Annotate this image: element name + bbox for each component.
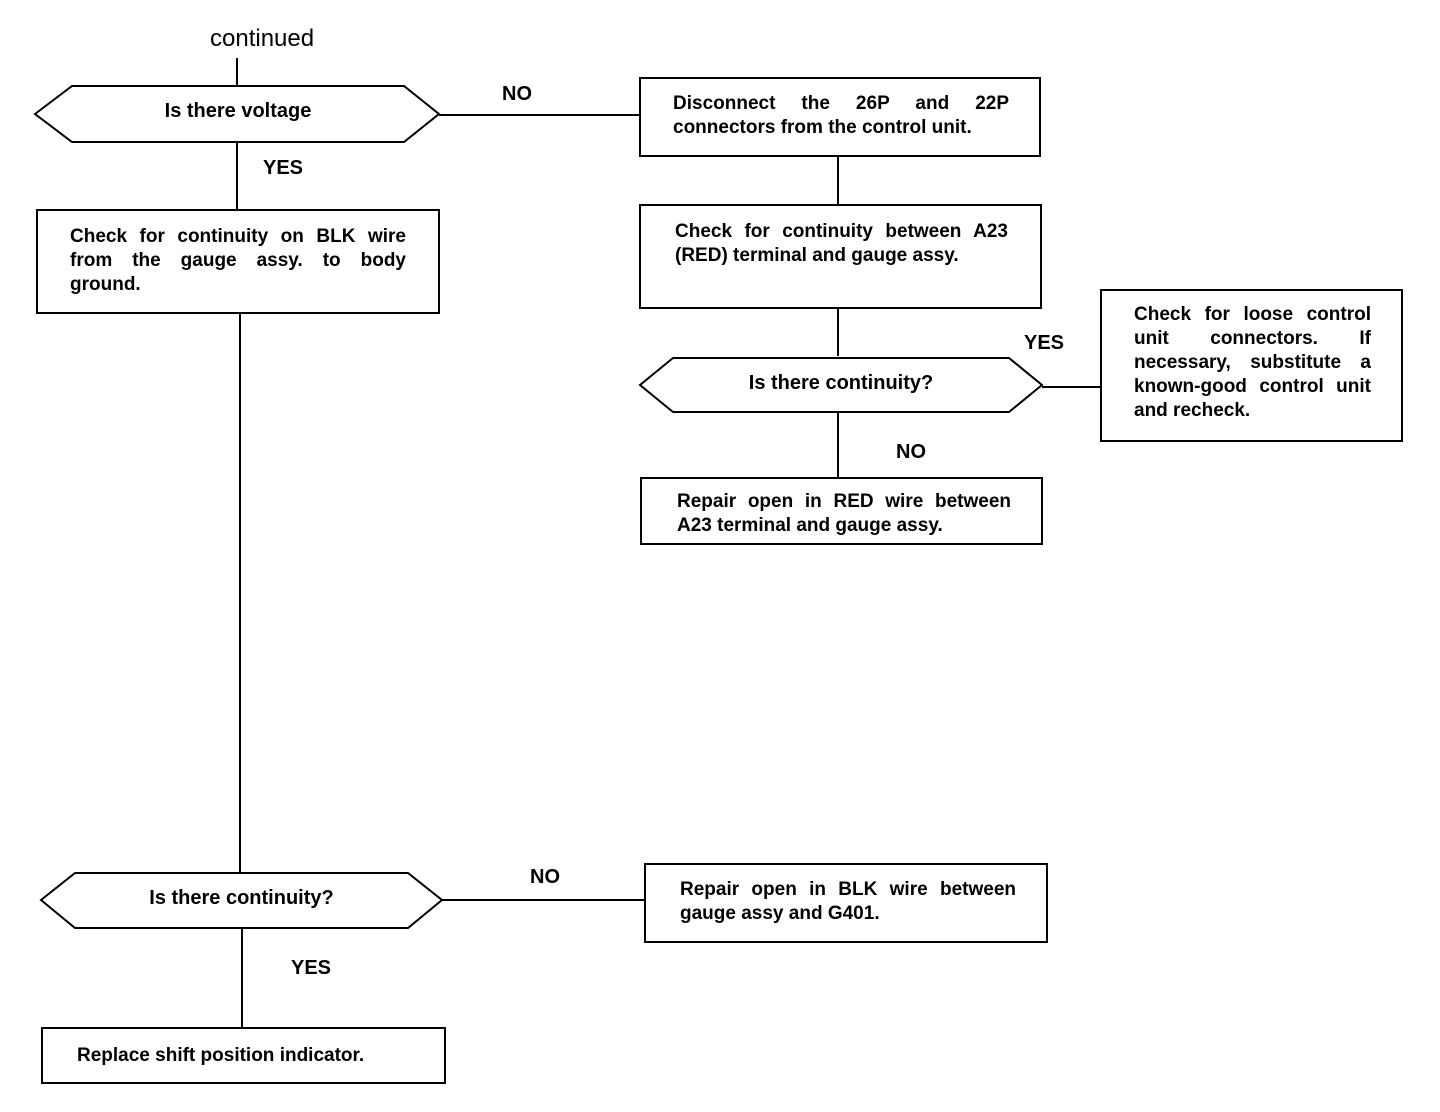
label-yes-red: YES	[1024, 332, 1065, 354]
label-no-red: NO	[896, 441, 926, 463]
disconnect-connectors-box: Disconnect the 26P and 22P connectors fr…	[639, 77, 1041, 157]
decision-voltage-shape	[33, 85, 441, 143]
label-no-voltage: NO	[502, 83, 532, 105]
decision-voltage: Is there voltage	[164, 100, 312, 122]
decision-continuity-blk: Is there continuity?	[149, 887, 334, 909]
repair-blk-wire-box: Repair open in BLK wire between gauge as…	[644, 863, 1048, 943]
decision-continuity-red-shape	[638, 357, 1044, 413]
check-red-continuity-box: Check for continuity between A23 (RED) t…	[639, 204, 1042, 309]
check-loose-connectors-text: Check for loose control unit connectors.…	[1134, 304, 1371, 421]
continued-label: continued	[210, 25, 315, 52]
check-red-continuity-text: Check for continuity between A23 (RED) t…	[675, 221, 1008, 266]
label-yes-blk: YES	[291, 957, 332, 979]
disconnect-connectors-text: Disconnect the 26P and 22P connectors fr…	[673, 93, 1009, 138]
repair-red-wire-text: Repair open in RED wire between A23 term…	[677, 491, 1011, 536]
repair-blk-wire-text: Repair open in BLK wire between gauge as…	[680, 879, 1016, 924]
check-blk-continuity-box: Check for continuity on BLK wire from th…	[36, 209, 440, 314]
decision-continuity-blk-shape	[39, 872, 444, 929]
replace-indicator-text: Replace shift position indicator.	[77, 1045, 365, 1066]
label-no-blk: NO	[530, 866, 560, 888]
replace-indicator-box: Replace shift position indicator.	[41, 1027, 446, 1084]
repair-red-wire-box: Repair open in RED wire between A23 term…	[640, 477, 1043, 545]
check-blk-continuity-text: Check for continuity on BLK wire from th…	[70, 226, 406, 295]
decision-continuity-red: Is there continuity?	[748, 372, 934, 394]
label-yes-voltage: YES	[263, 157, 304, 179]
check-loose-connectors-box: Check for loose control unit connectors.…	[1100, 289, 1403, 442]
